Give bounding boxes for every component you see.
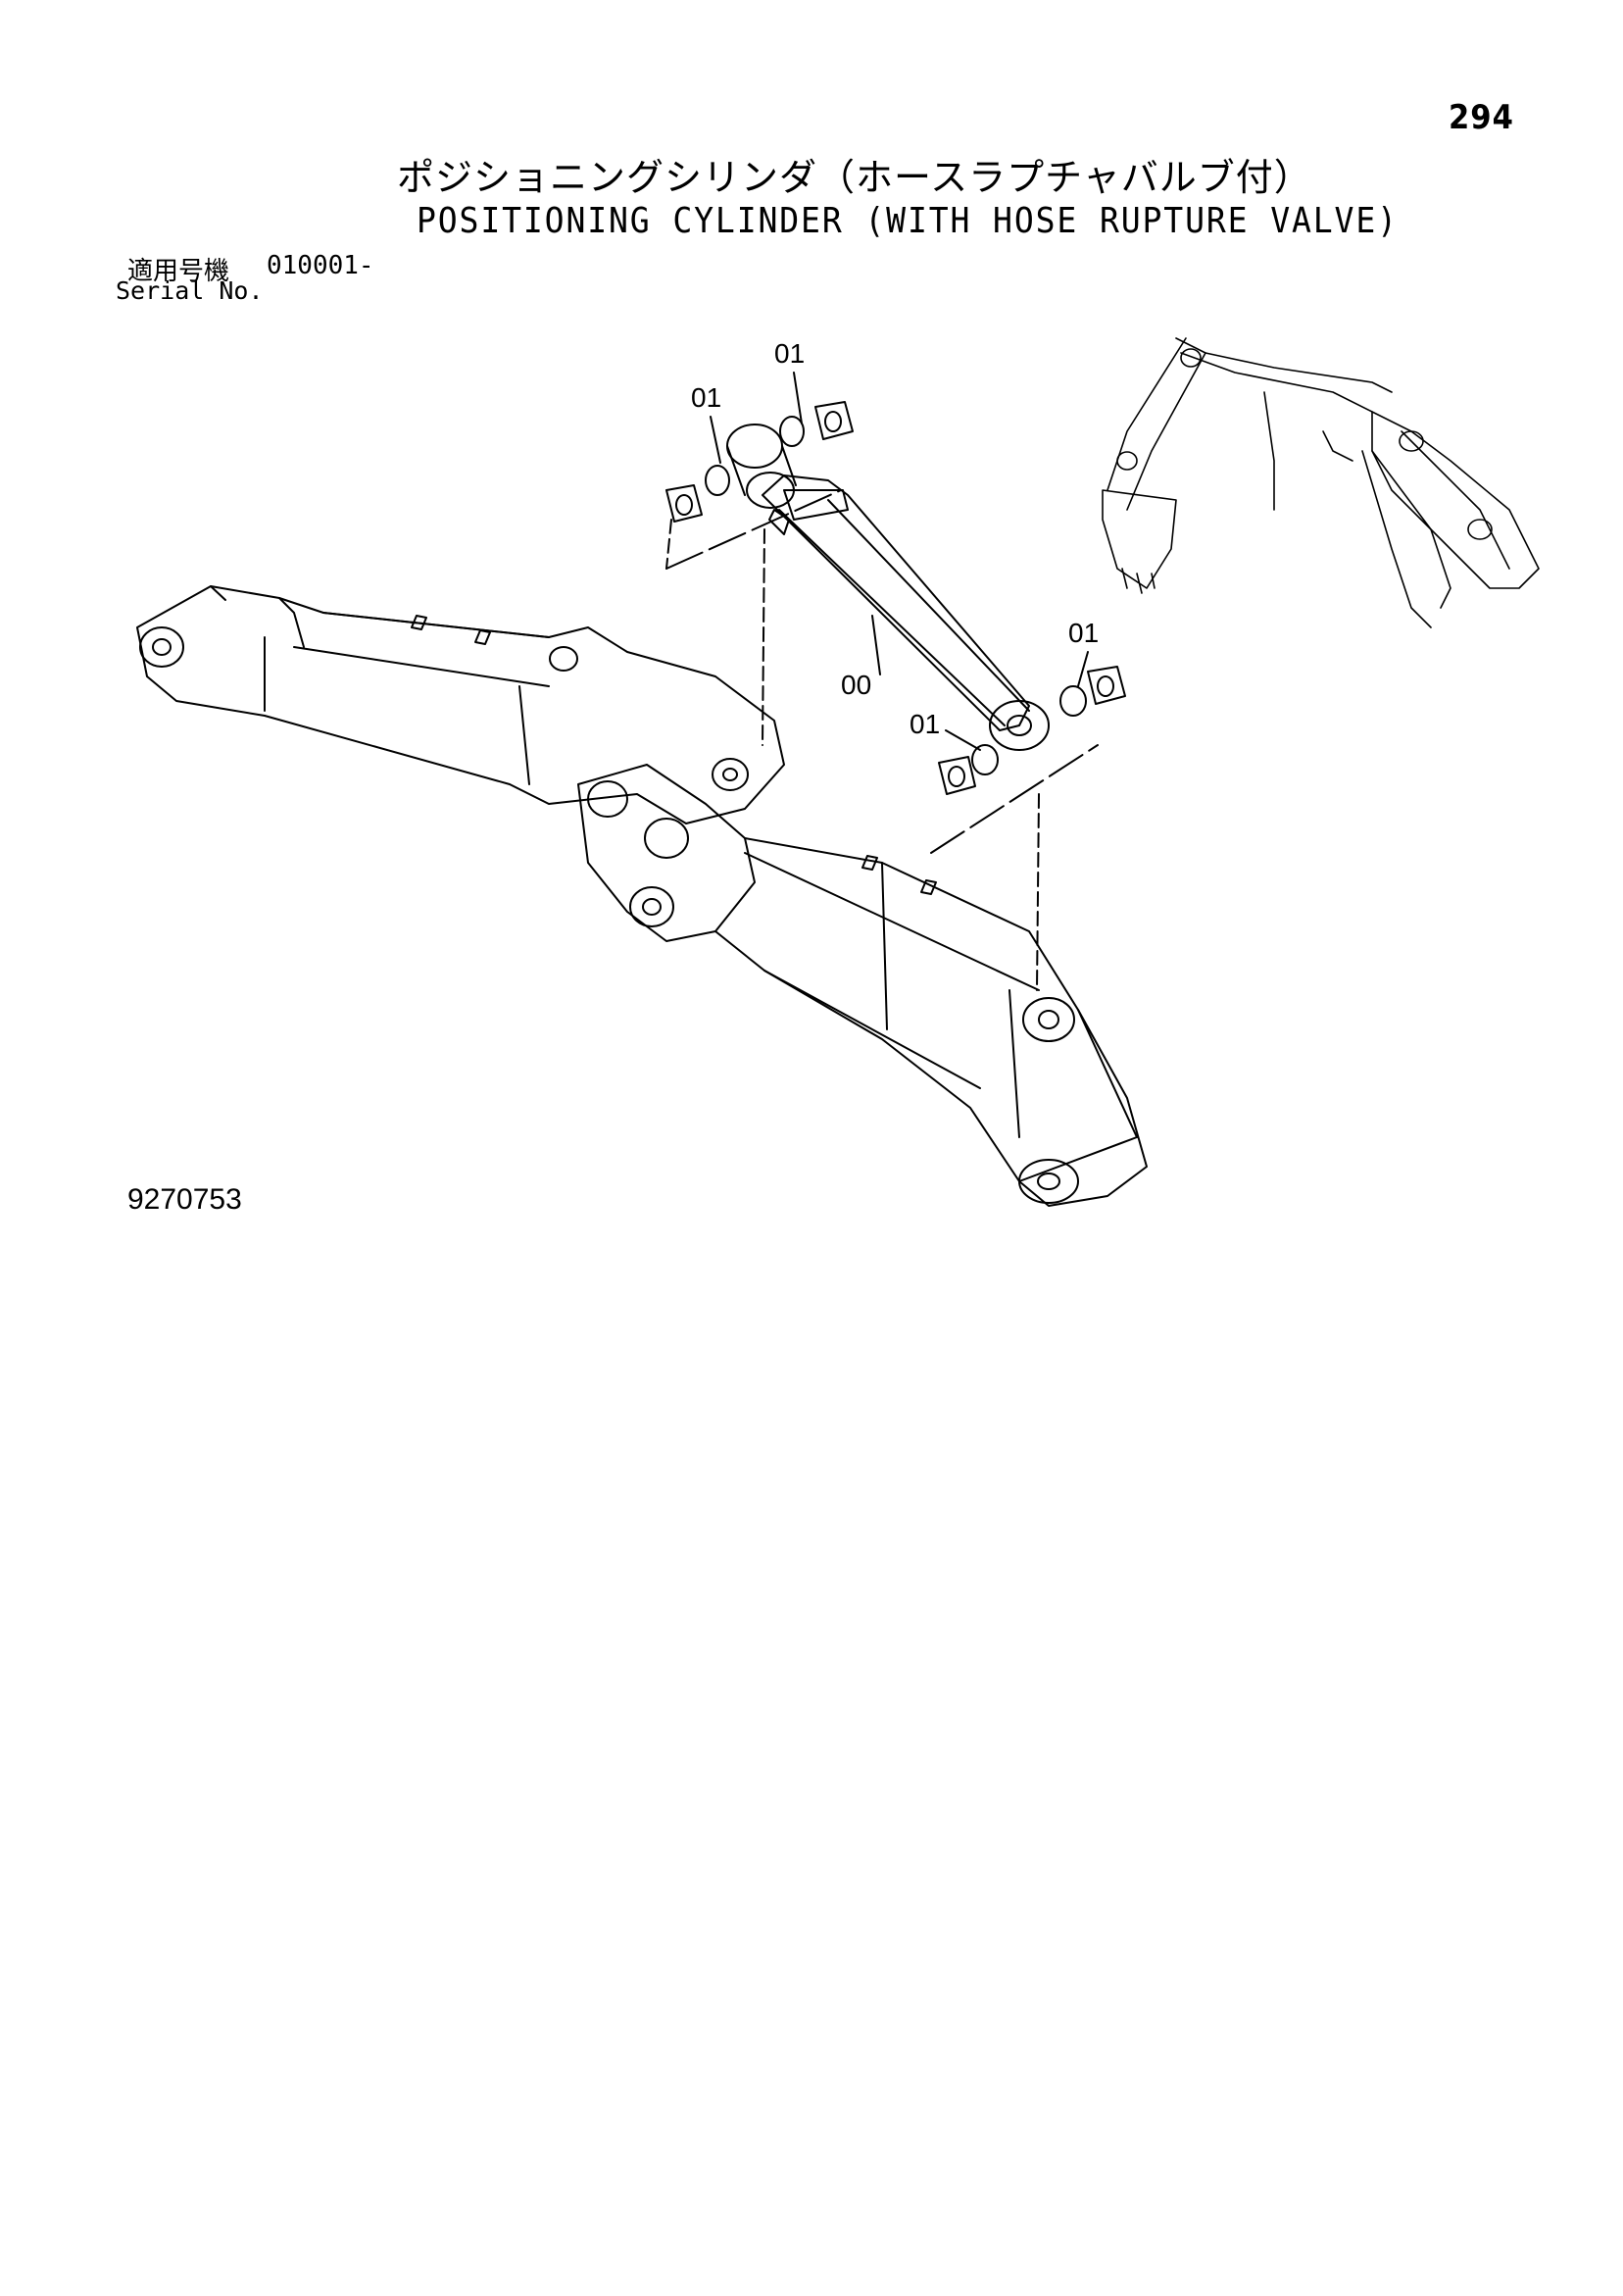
serial-label-japanese: 適用号機 bbox=[127, 257, 230, 286]
callout-label: 00 bbox=[841, 670, 871, 700]
leader-lines bbox=[710, 372, 1089, 751]
callout-label: 01 bbox=[691, 382, 721, 413]
page-title-japanese: ポジショニングシリンダ（ホースラプチャバルブ付） bbox=[397, 156, 1312, 199]
upper-pin-assembly bbox=[665, 401, 854, 570]
drawing-number: 9270753 bbox=[127, 1183, 242, 1216]
serial-range: 010001- bbox=[267, 251, 374, 280]
lower-pin-assembly bbox=[762, 528, 1126, 991]
callout-label: 01 bbox=[910, 709, 940, 739]
machine-overview-thumbnail bbox=[1102, 337, 1540, 628]
page-title-english: POSITIONING CYLINDER (WITH HOSE RUPTURE … bbox=[417, 201, 1399, 241]
callout-label: 01 bbox=[774, 338, 805, 369]
serial-label-english: Serial No. bbox=[116, 276, 264, 305]
page-number: 294 bbox=[1449, 98, 1514, 137]
callout-label: 01 bbox=[1068, 618, 1099, 648]
positioning-cylinder bbox=[762, 474, 1050, 751]
boom bbox=[136, 585, 1148, 1207]
